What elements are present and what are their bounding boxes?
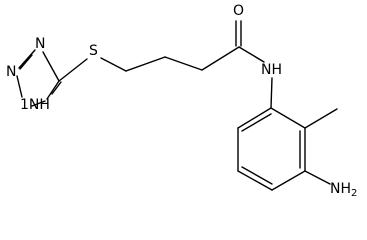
bond-triazole-5 xyxy=(46,80,60,100)
bond-sulfur-chain xyxy=(100,57,127,72)
bond-amino xyxy=(304,170,331,185)
structure-diagram: O NH S N N 1NH NH2 xyxy=(6,3,358,199)
atom-triazole-nh: 1NH xyxy=(20,97,50,113)
bond-triazole-4 xyxy=(31,100,46,107)
bond-methyl xyxy=(304,108,338,129)
bond-triazole-5-double xyxy=(51,81,62,95)
atom-amino-subscript: 2 xyxy=(351,188,357,199)
bond-chain-2 xyxy=(164,56,203,71)
atom-triazole-n-left: N xyxy=(6,64,16,80)
bond-triazole-3 xyxy=(16,75,23,98)
bond-triazole-1 xyxy=(42,51,60,82)
bond-nh-ring xyxy=(270,77,273,109)
atom-sulfur: S xyxy=(89,43,98,59)
bond-benzene-6 xyxy=(237,107,272,129)
atom-triazole-nh-h: NH xyxy=(29,97,50,113)
molecule-drawing: O NH S N N 1NH NH2 xyxy=(6,3,357,199)
bond-benzene-4-double xyxy=(241,166,273,185)
bond-triazole-2 xyxy=(18,49,36,69)
atom-triazole-nh-n: 1 xyxy=(20,97,29,113)
bond-benzene-1 xyxy=(270,107,306,129)
bond-triazole-2-double xyxy=(19,54,33,70)
atom-amino-nh: NH xyxy=(330,181,351,197)
bond-chain-1 xyxy=(125,56,166,72)
bond-carbonyl-nh xyxy=(238,46,265,63)
bond-benzene-4 xyxy=(237,170,273,191)
atom-triazole-n-top: N xyxy=(35,36,45,52)
atom-oxygen: O xyxy=(233,3,244,19)
bond-benzene-3 xyxy=(271,170,306,191)
bond-benzene-6-double xyxy=(241,113,272,132)
atom-amide-nh: NH xyxy=(261,62,282,78)
bond-chain-3 xyxy=(201,46,240,71)
atom-amino-nh2: NH2 xyxy=(330,181,357,199)
bond-ring-sulfur xyxy=(58,58,88,82)
